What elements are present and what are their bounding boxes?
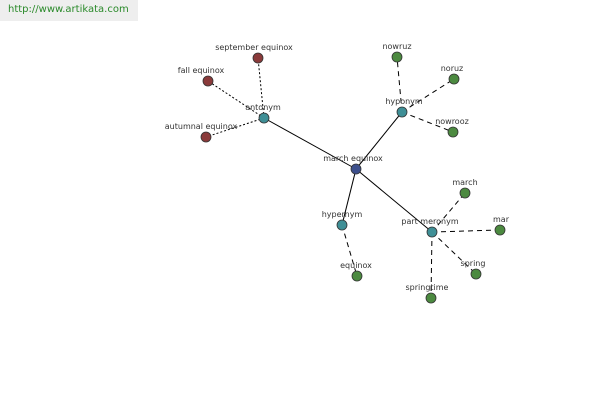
edge-antonym-to-fall-equinox (207, 80, 265, 119)
node-autumnal-equinox[interactable] (200, 131, 212, 143)
node-nowrooz[interactable] (447, 126, 459, 138)
node-label-spring[interactable]: spring (461, 259, 486, 268)
node-antonym[interactable] (258, 112, 270, 124)
nodes-layer (200, 51, 506, 304)
edge-center-to-hyponym (355, 111, 403, 170)
edge-hyponym-to-nowruz (396, 56, 403, 113)
node-equinox[interactable] (351, 270, 363, 282)
node-label-springtime[interactable]: springtime (406, 283, 449, 292)
node-nowruz[interactable] (391, 51, 403, 63)
node-label-mar[interactable]: mar (493, 215, 510, 224)
node-spring[interactable] (470, 268, 482, 280)
edges-layer (205, 56, 501, 299)
node-noruz[interactable] (448, 73, 460, 85)
node-fall-equinox[interactable] (202, 75, 214, 87)
site-banner: http://www.artikata.com (0, 0, 138, 21)
edge-hyponym-to-noruz (401, 78, 455, 113)
edge-part-meronym-to-spring (431, 231, 477, 275)
node-hypernym[interactable] (336, 219, 348, 231)
node-hyponym[interactable] (396, 106, 408, 118)
node-mar[interactable] (494, 224, 506, 236)
node-march[interactable] (459, 187, 471, 199)
node-label-autumnal-equinox[interactable]: autumnal equinox (165, 122, 238, 131)
node-label-hypernym[interactable]: hypernym (322, 210, 363, 219)
edge-part-meronym-to-march (431, 192, 466, 233)
node-label-antonym[interactable]: antonym (245, 103, 281, 112)
node-label-hyponym[interactable]: hyponym (385, 97, 423, 106)
labels-layer: march equinox antonym hyponym hypernym part … (165, 42, 510, 292)
edge-center-to-antonym (263, 117, 357, 170)
node-label-part-meronym[interactable]: part meronym (401, 217, 458, 226)
node-label-equinox[interactable]: equinox (340, 261, 372, 270)
edge-center-to-part-meronym (355, 168, 433, 233)
edge-part-meronym-to-mar (431, 229, 501, 233)
site-url-link[interactable]: http://www.artikata.com (8, 4, 129, 15)
edge-part-meronym-to-springtime (430, 231, 433, 299)
node-september-equinox[interactable] (252, 52, 264, 64)
node-part-meronym[interactable] (426, 226, 438, 238)
node-center[interactable] (350, 163, 362, 175)
node-label-fall-equinox[interactable]: fall equinox (178, 66, 225, 75)
node-label-center[interactable]: march equinox (323, 154, 383, 163)
node-label-noruz[interactable]: noruz (441, 64, 464, 73)
node-label-nowrooz[interactable]: nowrooz (435, 117, 469, 126)
edge-hyponym-to-nowrooz (401, 111, 454, 133)
node-label-nowruz[interactable]: nowruz (382, 42, 411, 51)
edge-center-to-hypernym (341, 168, 357, 226)
node-label-september-equinox[interactable]: september equinox (215, 43, 293, 52)
node-label-march[interactable]: march (452, 178, 477, 187)
node-springtime[interactable] (425, 292, 437, 304)
